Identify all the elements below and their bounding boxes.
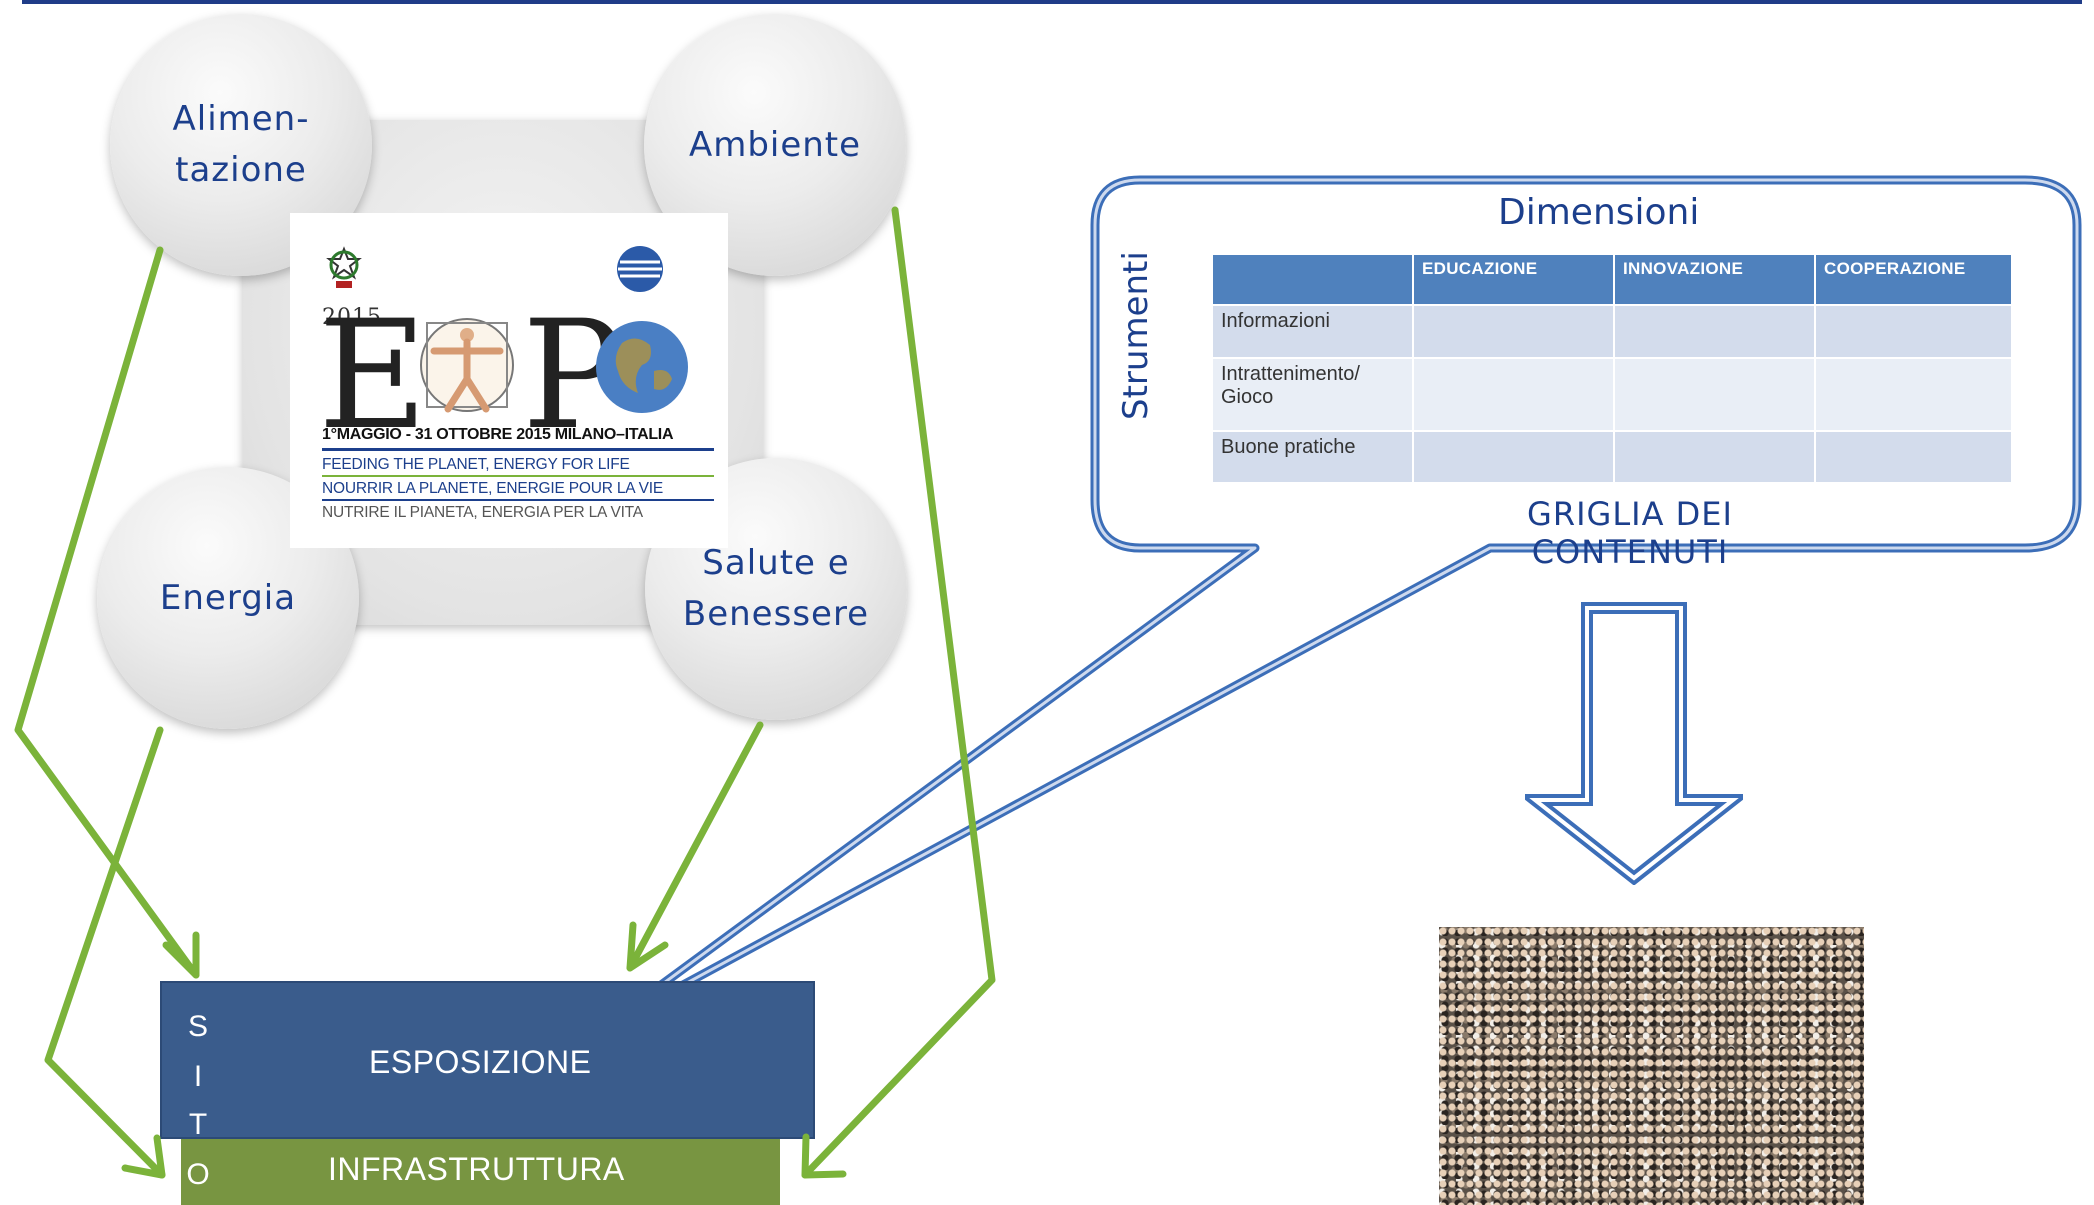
grid-cell (1614, 304, 1816, 358)
exposition-label: ESPOSIZIONE (369, 1044, 592, 1080)
arrow-energia-to-infrastructure (44, 726, 166, 1179)
expo-slogan-fr: NOURRIR LA PLANETE, ENERGIE POUR LA VIE (322, 479, 714, 501)
grid-header-cell (1213, 255, 1414, 305)
grid-cell (1815, 430, 2013, 482)
arrow-ambiente-to-infrastructure (801, 206, 996, 1179)
globe-icon (596, 321, 688, 413)
grid-header-row: EDUCAZIONE INNOVAZIONE COOPERAZIONE (1213, 255, 2013, 305)
grid-row-label: Intrattenimento/ Gioco (1213, 357, 1414, 431)
sito-letter: T (188, 1108, 208, 1141)
grid-cell (1614, 357, 1816, 431)
grid-cell (1815, 357, 2013, 431)
bubble-title: Dimensioni (1498, 192, 1700, 233)
grid-row-label: Buone pratiche (1213, 430, 1414, 482)
crowd-photo (1439, 927, 1864, 1205)
expo-slogan-en: FEEDING THE PLANET, ENERGY FOR LIFE (322, 455, 714, 477)
grid-header-cell: COOPERAZIONE (1815, 255, 2013, 305)
arrow-alimentazione-to-exposition (14, 246, 200, 979)
bie-logo-icon (617, 246, 663, 292)
sito-letter: I (193, 1060, 203, 1093)
expo-letter-e: E (318, 289, 428, 463)
table-row: Buone pratiche (1213, 430, 2013, 482)
infrastructure-label: INFRASTRUTTURA (328, 1151, 625, 1187)
top-rule (22, 0, 2082, 4)
grid-cell (1815, 304, 2013, 358)
vitruvian-man-icon (420, 318, 514, 413)
grid-cell (1413, 304, 1615, 358)
theme-label-ambiente: Ambiente (688, 124, 862, 165)
grid-cell (1413, 357, 1615, 431)
sito-letter: O (186, 1158, 210, 1191)
expo-year: 2015 (322, 305, 382, 330)
expo-slogan-it: NUTRIRE IL PIANETA, ENERGIA PER LA VITA (322, 504, 643, 521)
down-arrow-icon (1525, 602, 1743, 885)
exposition-box: ESPOSIZIONE (160, 981, 815, 1139)
theme-label-energia: Energia (159, 577, 297, 618)
grid-header-cell: EDUCAZIONE (1413, 255, 1615, 305)
grid-row-label: Informazioni (1213, 304, 1414, 358)
table-row: Intrattenimento/ Gioco (1213, 357, 2013, 431)
sito-letter: S (187, 1010, 208, 1043)
expo-divider (322, 448, 714, 451)
expo-dates: 1°MAGGIO - 31 OTTOBRE 2015 MILANO–ITALIA (322, 426, 674, 443)
theme-label-alimentazione-1: Alimen- (172, 99, 310, 139)
italian-emblem-icon (326, 246, 362, 288)
grid-header-cell: INNOVAZIONE (1614, 255, 1816, 305)
arrow-salute-to-exposition (626, 721, 764, 972)
grid-cell (1413, 430, 1615, 482)
theme-label-alimentazione-2: tazione (175, 150, 307, 190)
grid-cell (1614, 430, 1816, 482)
grid-caption: GRIGLIA DEI CONTENUTI (1527, 495, 1733, 571)
table-row: Informazioni (1213, 304, 2013, 358)
theme-label-salute-2: Benessere (682, 594, 870, 634)
expo-logo-card: 2015 E P 1°MAGGIO - 31 OTTOBRE 2015 MILA… (290, 213, 728, 548)
theme-label-salute-1: Salute e (702, 543, 850, 583)
infrastructure-box: INFRASTRUTTURA (181, 1139, 780, 1205)
content-grid-table: EDUCAZIONE INNOVAZIONE COOPERAZIONE Info… (1213, 255, 2013, 482)
